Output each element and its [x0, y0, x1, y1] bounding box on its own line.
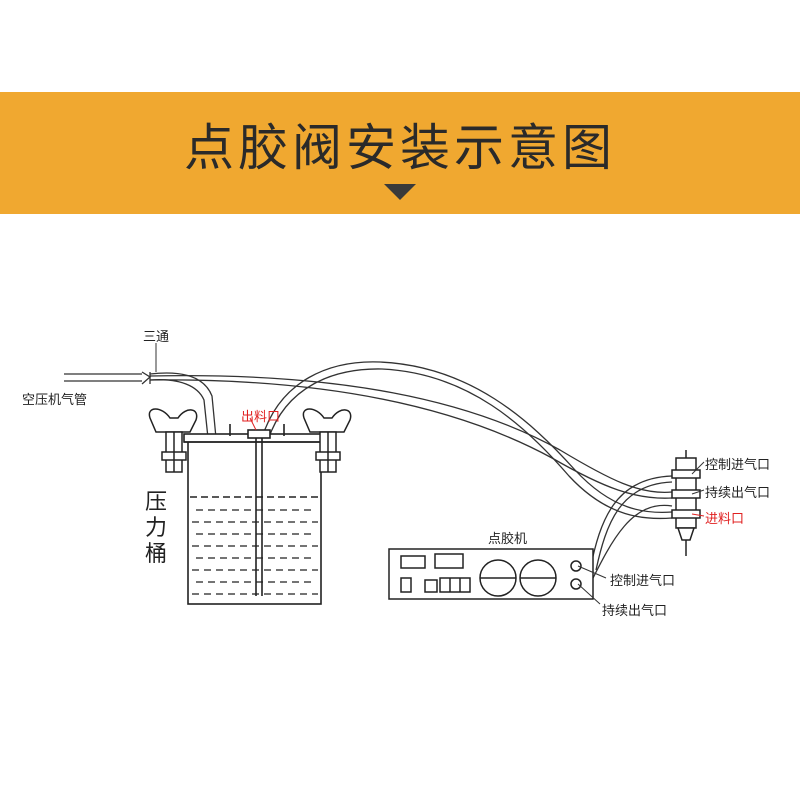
valve-control-air-in-label: 控制进气口: [705, 458, 771, 473]
dispenser-machine: [388, 548, 594, 600]
material-pipe: [261, 361, 673, 514]
control-air-pipe: [589, 475, 673, 571]
machine-continuous-air-out-label: 持续出气口: [602, 604, 668, 619]
dispenser-label: 点胶机: [488, 532, 528, 547]
pressure-tank: [183, 424, 326, 605]
continuous-air-pipe: [149, 374, 673, 494]
tee-label: 三通: [143, 330, 170, 345]
air-compressor-pipe-label: 空压机气管: [22, 393, 88, 408]
tee-fitting: [141, 371, 152, 385]
material-outlet-label: 出料口: [241, 410, 281, 425]
machine-control-air-in-label: 控制进气口: [610, 574, 676, 589]
valve-continuous-air-out-label: 持续出气口: [705, 486, 771, 501]
right-wing-clamp: [302, 408, 352, 473]
page-title: 点胶阀安装示意图: [184, 119, 616, 177]
tank-air-pipe: [149, 372, 217, 439]
left-wing-clamp: [148, 408, 198, 473]
valve-material-in-label: 进料口: [705, 512, 745, 527]
dispensing-valve: [671, 450, 701, 556]
banner-arrow-icon: [384, 184, 416, 200]
pressure-tank-label: 压力桶: [144, 490, 167, 567]
